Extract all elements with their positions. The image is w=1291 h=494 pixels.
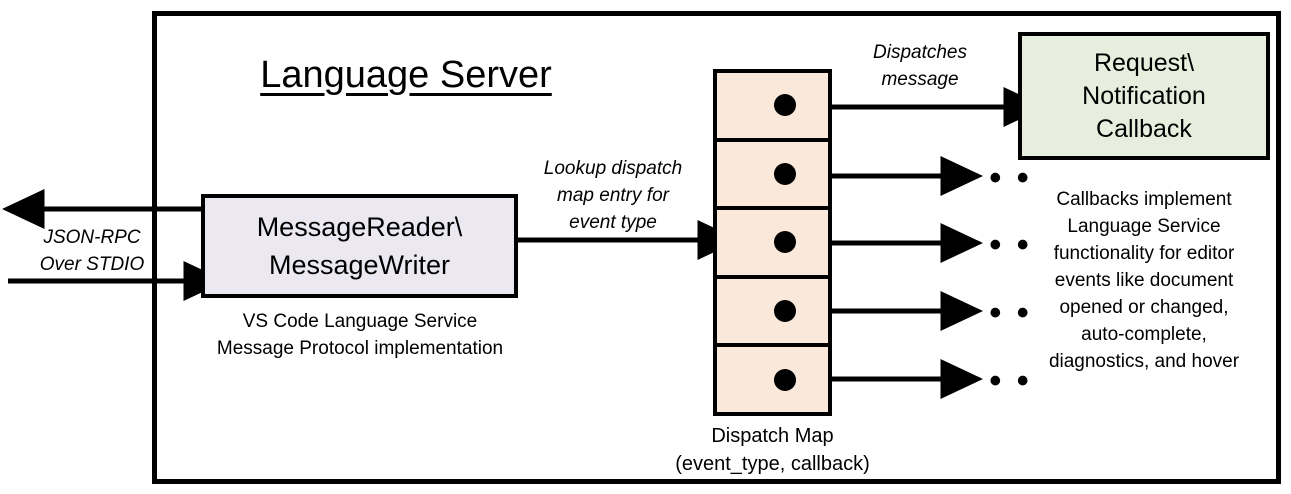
dispatch-map-row[interactable] bbox=[717, 73, 828, 142]
message-reader-writer-caption: VS Code Language Service Message Protoco… bbox=[216, 311, 504, 359]
dispatch-map-row[interactable] bbox=[717, 347, 828, 412]
callback-pointer-dot-icon bbox=[774, 368, 796, 391]
request-notification-callback-box[interactable]: Request\ Notification Callback bbox=[1018, 32, 1270, 160]
callback-description: Callbacks implement Language Service fun… bbox=[1048, 189, 1240, 372]
page-title: Language Server bbox=[260, 54, 552, 96]
request-notification-callback-label: Request\ Notification Callback bbox=[1082, 48, 1206, 143]
message-reader-writer-label: MessageReader\ MessageWriter bbox=[256, 212, 463, 280]
dispatch-map-caption: Dispatch Map (event_type, callback) bbox=[675, 425, 870, 475]
dispatches-message-label: Dispatches message bbox=[873, 42, 967, 90]
callback-pointer-dot-icon bbox=[774, 162, 796, 185]
callback-pointer-dot-icon bbox=[774, 300, 796, 323]
ellipsis-row-2: • • • bbox=[962, 159, 1032, 197]
dispatch-map-row[interactable] bbox=[717, 142, 828, 211]
message-reader-writer-box[interactable]: MessageReader\ MessageWriter bbox=[201, 194, 518, 298]
lookup-dispatch-label: Lookup dispatch map entry for event type bbox=[543, 158, 683, 233]
jsonrpc-transport-label: JSON-RPC Over STDIO bbox=[39, 227, 145, 275]
callback-pointer-dot-icon bbox=[774, 94, 796, 117]
dispatch-map-table[interactable] bbox=[713, 69, 832, 416]
dispatch-map-row[interactable] bbox=[717, 210, 828, 279]
language-server-frame bbox=[152, 11, 1281, 484]
dispatch-map-row[interactable] bbox=[717, 279, 828, 348]
callback-pointer-dot-icon bbox=[774, 231, 796, 254]
